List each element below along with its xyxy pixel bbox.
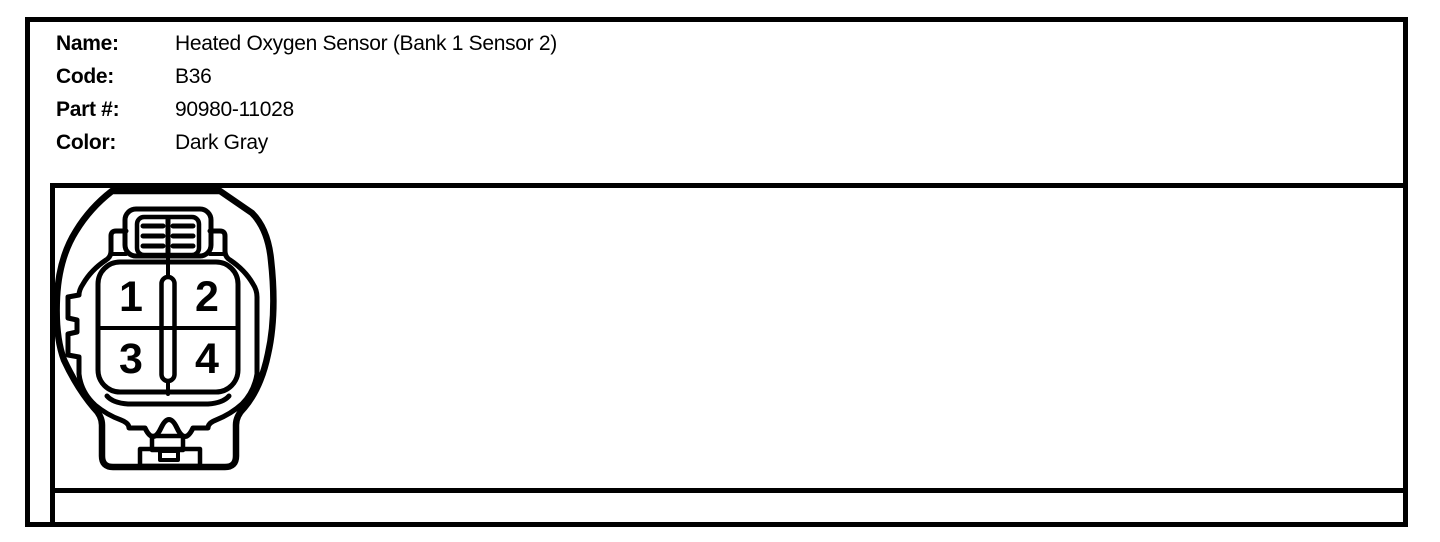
pin-2-label: 2 xyxy=(195,273,219,321)
cavity-bottom-rim xyxy=(104,393,232,407)
connector-inner-rim xyxy=(65,228,260,439)
pin-3-label: 3 xyxy=(119,335,143,383)
bottom-key-small xyxy=(158,449,180,462)
code-value: B36 xyxy=(175,65,212,88)
pin-4-label: 4 xyxy=(195,335,219,383)
name-value: Heated Oxygen Sensor (Bank 1 Sensor 2) xyxy=(175,32,557,55)
diagram-table xyxy=(50,183,1408,527)
connector-info-header: Name: Heated Oxygen Sensor (Bank 1 Senso… xyxy=(56,31,956,163)
field-row-color: Color: Dark Gray xyxy=(56,130,956,163)
connector-pinout-icon: 1 2 3 4 xyxy=(53,187,277,471)
name-label: Name: xyxy=(56,32,119,55)
page-border xyxy=(25,17,1408,527)
field-row-part-number: Part #: 90980-11028 xyxy=(56,97,956,130)
connector-outer-shell xyxy=(53,187,277,471)
part-number-label: Part #: xyxy=(56,98,120,121)
code-label: Code: xyxy=(56,65,114,88)
color-label: Color: xyxy=(56,131,117,154)
part-number-value: 90980-11028 xyxy=(175,98,294,121)
field-row-code: Code: B36 xyxy=(56,64,956,97)
table-row-divider xyxy=(50,488,1408,493)
pin-1-label: 1 xyxy=(119,273,143,321)
color-value: Dark Gray xyxy=(175,131,268,154)
field-row-name: Name: Heated Oxygen Sensor (Bank 1 Senso… xyxy=(56,31,956,64)
